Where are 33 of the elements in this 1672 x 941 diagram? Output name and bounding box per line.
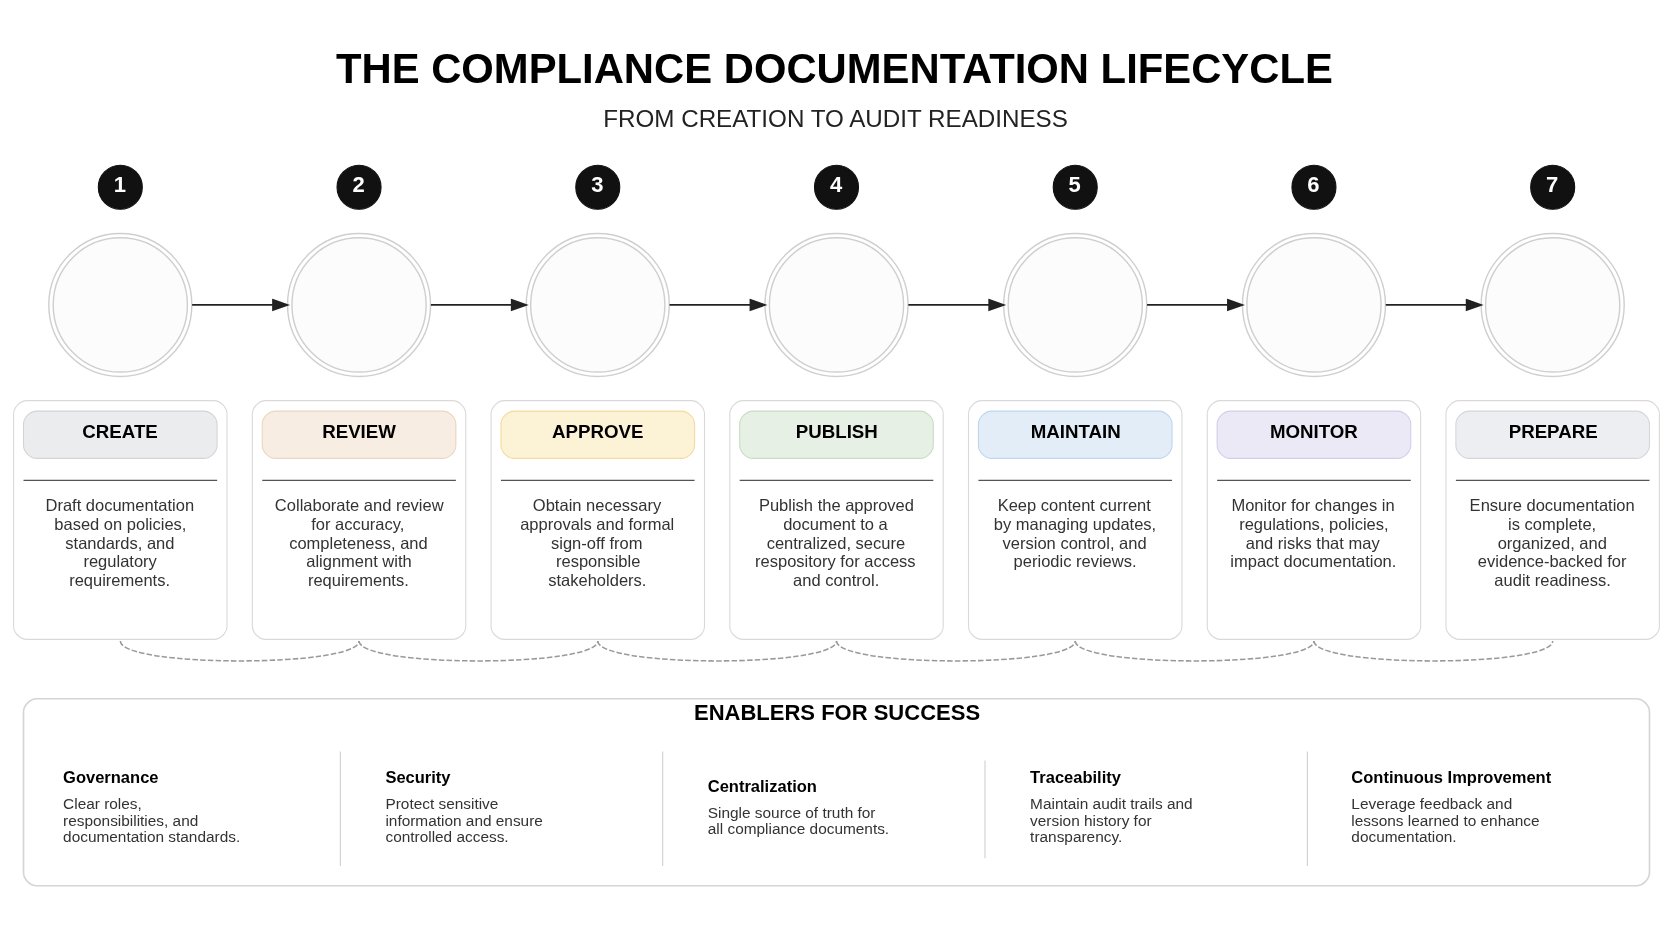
- connector: [1312, 640, 1553, 662]
- node-circle: [525, 232, 670, 378]
- node-circle: 6: [1290, 164, 1336, 210]
- connector: [119, 640, 360, 662]
- node-circle: [47, 232, 193, 378]
- connector: [596, 640, 837, 662]
- connector: [1073, 640, 1315, 662]
- arrow: [429, 298, 529, 312]
- arrow: [1384, 298, 1484, 312]
- node-circle: [1479, 232, 1625, 378]
- node-circle: 1: [97, 164, 143, 210]
- arrow: [1145, 298, 1245, 312]
- node-circle: 5: [1052, 164, 1098, 210]
- node-circle: [763, 232, 909, 378]
- node-circle: [286, 232, 431, 378]
- node-circle: 7: [1529, 164, 1575, 210]
- connector: [357, 640, 599, 662]
- node-circle: 3: [574, 164, 620, 210]
- diagram-title: THE COMPLIANCE DOCUMENTATION LIFECYCLE: [335, 45, 1333, 93]
- node-text: Governance Clear roles, responsibilities, and documentation standards.: [62, 768, 240, 846]
- node-text: Security Protect sensitive information and ensure controlled access.: [384, 768, 543, 846]
- node-circle: 4: [813, 164, 859, 210]
- arrow: [668, 298, 767, 312]
- connector: [835, 640, 1076, 662]
- node-text: Continuous Improvement Leverage feedback and lessons learned to enhance documentation.: [1350, 768, 1551, 846]
- node-circle: [1241, 232, 1386, 378]
- arrow: [906, 298, 1006, 312]
- node-text: Centralization Single source of truth for all compliance documents.: [707, 777, 889, 838]
- label: FROM CREATION TO AUDIT READINESS: [602, 105, 1068, 133]
- node-text: Traceability Maintain audit trails and version history for transparency.: [1029, 768, 1193, 846]
- arrow: [190, 298, 290, 312]
- node-circle: [1002, 232, 1147, 378]
- node-circle: 2: [336, 164, 382, 210]
